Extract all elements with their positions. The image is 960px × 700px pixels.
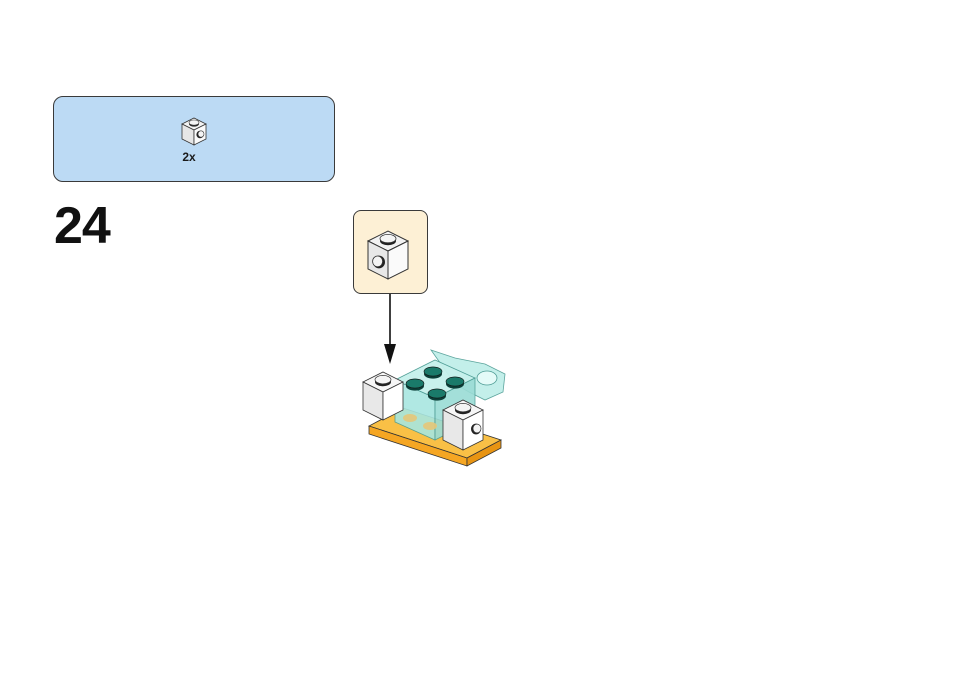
sub-step-callout [353,210,428,294]
dark-turquoise-studs [405,366,465,401]
parts-list-panel: 2x [53,96,335,182]
white-1x1-brick-with-side-stud-icon [366,230,410,280]
placement-arrow [384,294,396,364]
step-number: 24 [54,197,111,255]
part-quantity: 2x [182,150,196,164]
white-1x1-brick-with-side-stud-icon [178,113,214,149]
assembled-model-illustration [362,349,506,467]
